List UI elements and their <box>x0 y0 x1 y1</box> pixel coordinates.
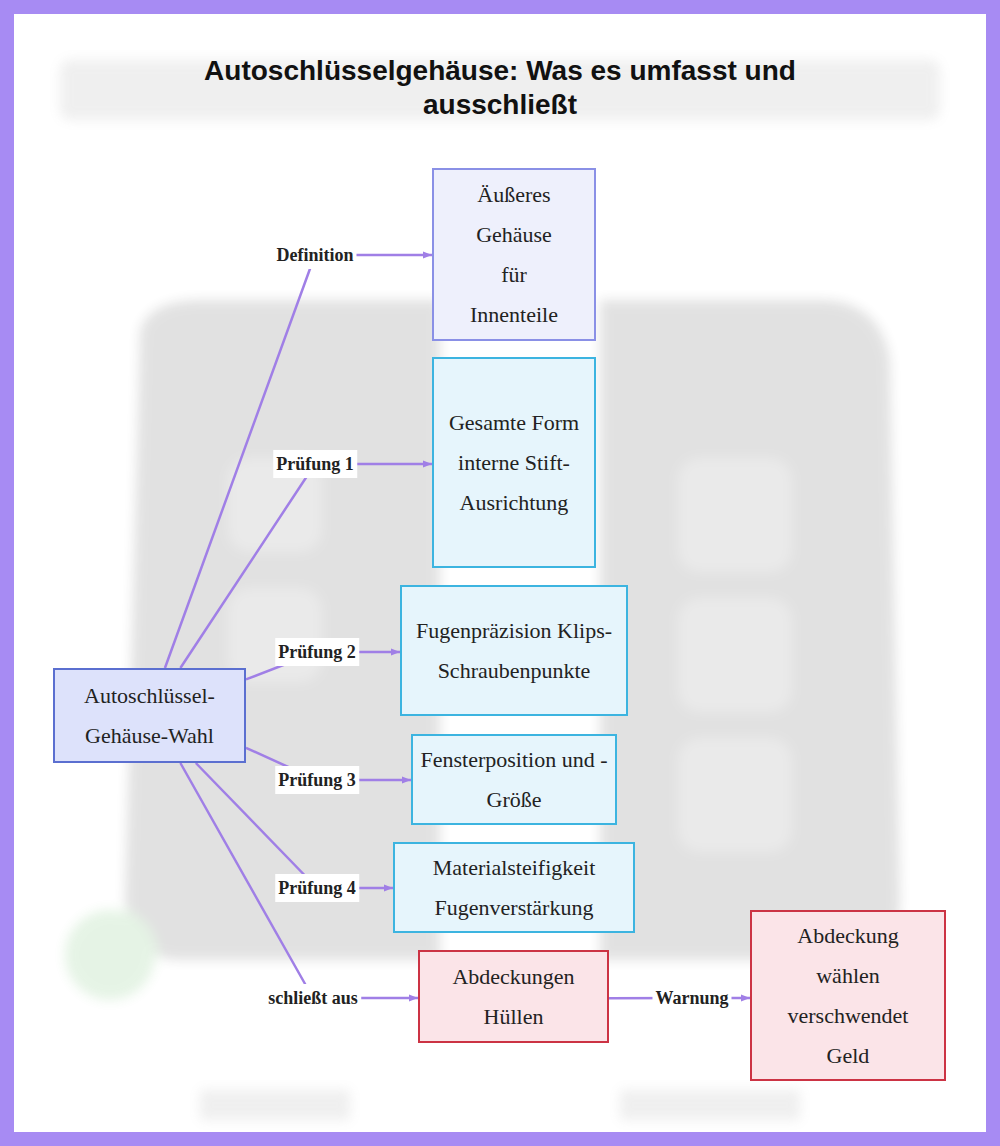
edge-label: schließt aus <box>265 984 361 1012</box>
diagram-title: Autoschlüsselgehäuse: Was es umfasst und… <box>170 54 830 122</box>
key-fob-right <box>600 300 900 960</box>
process-box: Abdeckung wählen verschwendet Geld <box>750 910 946 1081</box>
process-box: Gesamte Form interne Stift- Ausrichtung <box>432 357 596 568</box>
faded-caption <box>200 1090 350 1120</box>
arrow-connector <box>180 464 432 668</box>
node-text: Abdeckungen Hüllen <box>434 957 594 1037</box>
edge-label: Prüfung 1 <box>273 450 357 478</box>
faded-caption <box>620 1090 800 1120</box>
node-text: Abdeckung wählen verschwendet Geld <box>773 916 923 1076</box>
node-text: Gesamte Form interne Stift- Ausrichtung <box>444 403 584 523</box>
edge-label: Definition <box>273 241 356 269</box>
key-button <box>230 590 320 680</box>
root-box: Autoschlüssel- Gehäuse-Wahl <box>53 668 246 763</box>
process-box: Materialsteifigkeit Fugenverstärkung <box>393 842 635 933</box>
key-button <box>680 740 790 850</box>
edge-label: Prüfung 4 <box>275 874 359 902</box>
process-box: Fensterposition und -Größe <box>411 734 617 825</box>
check-badge <box>65 910 155 1000</box>
edge-label: Prüfung 2 <box>275 638 359 666</box>
node-text: Autoschlüssel- Gehäuse-Wahl <box>65 676 235 756</box>
node-text: Fensterposition und -Größe <box>419 740 609 820</box>
node-text: Materialsteifigkeit Fugenverstärkung <box>399 848 629 928</box>
arrow-connector <box>165 255 432 668</box>
key-button <box>680 600 790 710</box>
arrow-connector <box>180 763 418 998</box>
process-box: Abdeckungen Hüllen <box>418 950 609 1043</box>
process-box: Fugenpräzision Klips- Schraubenpunkte <box>400 585 628 716</box>
process-box: Äußeres Gehäuse für Innenteile <box>432 168 596 341</box>
edge-label: Warnung <box>652 984 731 1012</box>
edge-label: Prüfung 3 <box>275 766 359 794</box>
arrow-connector <box>196 763 393 888</box>
key-button <box>680 460 790 570</box>
node-text: Fugenpräzision Klips- Schraubenpunkte <box>409 611 619 691</box>
node-text: Äußeres Gehäuse für Innenteile <box>464 175 564 335</box>
